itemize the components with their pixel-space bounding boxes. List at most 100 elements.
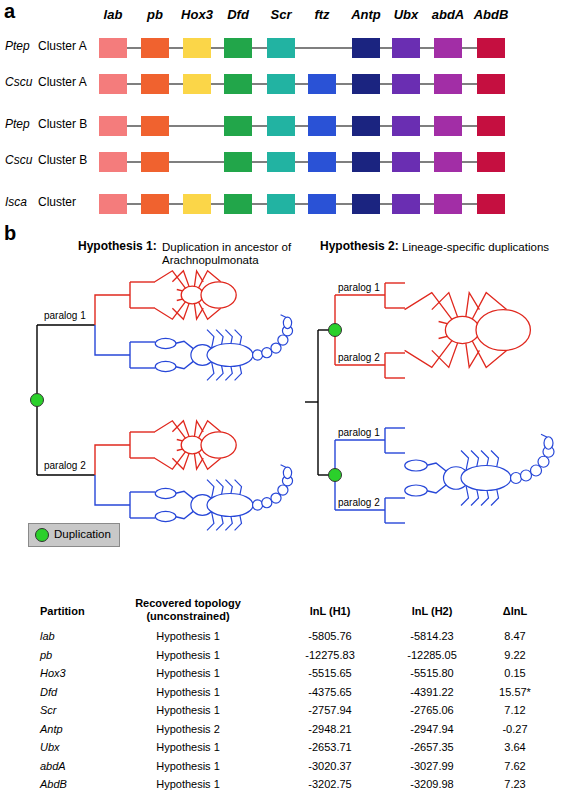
paralog-label: paralog 2: [44, 460, 86, 472]
table-cell: Hypothesis 1: [156, 704, 220, 717]
tree-branch: [95, 475, 130, 505]
gene-box: [267, 152, 295, 172]
tree-branch: [129, 282, 130, 308]
cluster-name: Cluster B: [38, 118, 87, 132]
tree-branch: [384, 498, 385, 523]
scorpion-body: [207, 494, 253, 517]
table-cell: -12285.05: [407, 649, 457, 662]
gene-box: [392, 152, 420, 172]
legend-box: Duplication: [28, 523, 120, 547]
table-cell: 7.62: [504, 760, 525, 773]
tree-branch: [130, 367, 155, 368]
scorpion-claw: [155, 511, 176, 521]
gene-box: [434, 116, 462, 136]
table-cell: -2948.21: [308, 723, 351, 736]
spider-abdomen: [201, 432, 236, 458]
table-cell: lab: [40, 630, 55, 643]
table-cell: Hypothesis 2: [156, 723, 220, 736]
gene-box: [392, 116, 420, 136]
table-cell: -5805.76: [308, 630, 351, 643]
tree-branch: [384, 353, 385, 378]
scorpion-claw: [405, 460, 428, 471]
tree-branch: [385, 282, 405, 283]
table-cell: 3.64: [504, 741, 525, 754]
gene-box: [99, 194, 127, 214]
table-cell: -3027.99: [410, 760, 453, 773]
gene-clusters: [99, 38, 505, 214]
tree-branch: [130, 517, 155, 518]
scorpion-tail: [278, 335, 288, 345]
tree-branch: [385, 522, 405, 523]
gene-box: [477, 74, 505, 94]
spider-leg: [155, 449, 187, 469]
scorpion-claw: [155, 338, 176, 348]
scorpion-claw: [405, 485, 428, 496]
cluster-name: Cluster B: [38, 154, 87, 168]
gene-box: [477, 116, 505, 136]
species-name: Cscu: [5, 154, 32, 168]
cluster-name: Cluster: [38, 196, 76, 210]
table-cell: Hypothesis 1: [156, 649, 220, 662]
gene-name: pb: [147, 8, 163, 23]
duplication-node: [31, 394, 44, 407]
tree-branch: [130, 457, 155, 458]
tree-branch: [130, 491, 155, 492]
spider-leg: [155, 299, 187, 319]
table-cell: Scr: [40, 704, 57, 717]
table-header: lnL (H1): [310, 605, 351, 618]
tree-branch: [385, 377, 405, 378]
scorpion-tail: [531, 465, 542, 476]
gene-box: [434, 38, 462, 58]
spider-illustration: [155, 421, 236, 469]
scorpion-tail: [262, 348, 272, 358]
table-cell: Hypothesis 1: [156, 667, 220, 680]
table-cell: 8.47: [504, 630, 525, 643]
gene-box: [392, 194, 420, 214]
tree-branch: [335, 364, 385, 365]
tree-branch: [37, 324, 95, 325]
table-cell: Hypothesis 1: [156, 760, 220, 773]
scorpion-claw: [155, 361, 176, 371]
gene-box: [308, 74, 336, 94]
gene-box: [267, 74, 295, 94]
spider-abdomen: [201, 282, 236, 308]
gene-box: [224, 194, 252, 214]
spider-leg: [155, 271, 187, 291]
gene-name: lab: [104, 8, 123, 23]
paralog-label: paralog 1: [338, 427, 380, 439]
gene-name: abdA: [432, 8, 465, 23]
scorpion-body: [207, 344, 253, 367]
tree-branch: [129, 492, 130, 518]
scorpion-body: [461, 466, 511, 491]
species-name: Ptep: [5, 40, 30, 54]
gene-box: [224, 116, 252, 136]
gene-box: [477, 38, 505, 58]
gene-box: [99, 38, 127, 58]
gene-box: [308, 194, 336, 214]
gene-box: [183, 74, 211, 94]
scorpion-tail: [253, 500, 263, 510]
gene-name: Dfd: [227, 8, 249, 23]
scorpion-claw: [155, 488, 176, 498]
tree-branch: [385, 307, 405, 308]
table-cell: Ubx: [40, 741, 60, 754]
scorpion-telson: [544, 437, 553, 450]
gene-box: [224, 152, 252, 172]
scorpion-tail: [253, 350, 263, 360]
table-cell: -2947.94: [410, 723, 453, 736]
gene-box: [183, 194, 211, 214]
table-header: lnL (H2): [412, 605, 453, 618]
scorpion-illustration: [155, 465, 292, 531]
table-cell: Hypothesis 1: [156, 686, 220, 699]
paralog-label: paralog 1: [44, 310, 86, 322]
gene-box: [392, 38, 420, 58]
table-header: Partition: [40, 605, 85, 618]
gene-name: ftz: [314, 8, 329, 23]
scorpion-tail: [538, 456, 549, 467]
species-name: Cscu: [5, 76, 32, 90]
gene-name: Scr: [271, 8, 292, 23]
table-cell: -4375.65: [308, 686, 351, 699]
tree-branch: [335, 509, 385, 510]
table-cell: 0.15: [504, 667, 525, 680]
gene-box: [141, 116, 169, 136]
